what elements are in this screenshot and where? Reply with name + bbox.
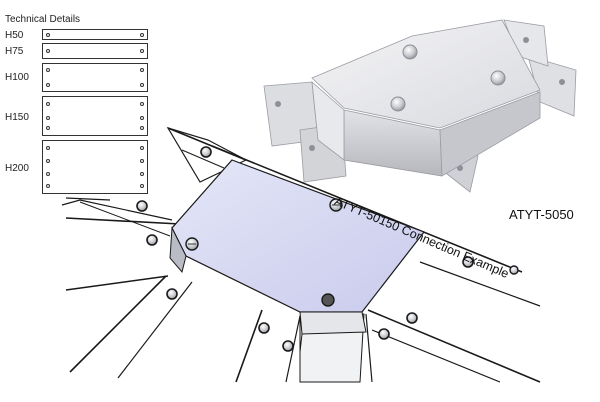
mounting-hole [140, 83, 144, 87]
lid-screw [402, 44, 418, 60]
cover-screw [185, 237, 199, 251]
mounting-hole [140, 172, 144, 176]
cover-screw [321, 293, 335, 307]
mounting-hole [46, 172, 50, 176]
product-render [263, 19, 577, 193]
tray-arm-left [61, 197, 182, 291]
mounting-hole [140, 116, 144, 120]
mounting-hole [140, 68, 144, 72]
mounting-hole [140, 159, 144, 163]
tray-long-edge [211, 145, 523, 273]
technical-details-title: Technical Details [5, 14, 81, 25]
mounting-hole [46, 33, 50, 37]
mounting-hole [140, 102, 144, 106]
tray-screw [509, 265, 519, 275]
tray-screw [146, 234, 158, 246]
mounting-hole [140, 184, 144, 188]
cover-plate [171, 159, 425, 313]
tray-screw [406, 312, 418, 324]
plate-h100 [42, 63, 148, 92]
size-label-h100: H100 [5, 72, 29, 83]
mounting-hole [46, 102, 50, 106]
lid-screw [490, 70, 506, 86]
plate-h200 [42, 140, 148, 194]
plate-h150 [42, 96, 148, 136]
tray-screw [378, 328, 390, 340]
tray-screw [282, 340, 294, 352]
mounting-hole [46, 83, 50, 87]
mounting-hole [46, 146, 50, 150]
mounting-hole [46, 184, 50, 188]
tray-arm-right [367, 261, 541, 383]
mounting-hole [140, 49, 144, 53]
mounting-hole [140, 146, 144, 150]
mounting-hole [46, 116, 50, 120]
mounting-hole [46, 49, 50, 53]
tray-screw [462, 256, 474, 268]
tray-screw [200, 146, 212, 158]
product-code: ATYT-5050 [509, 207, 574, 222]
cover-screw [329, 198, 343, 212]
mounting-hole [46, 159, 50, 163]
tray-screw [136, 200, 148, 212]
mounting-hole [46, 126, 50, 130]
mounting-hole [140, 33, 144, 37]
size-label-h75: H75 [5, 46, 24, 57]
tray-screw [166, 288, 178, 300]
tray-screw [258, 322, 270, 334]
product-lid [311, 19, 541, 129]
mounting-hole [140, 126, 144, 130]
size-label-h200: H200 [5, 163, 29, 174]
connection-example [61, 126, 541, 383]
size-label-h150: H150 [5, 112, 29, 123]
lid-screw [390, 96, 406, 112]
tray-arm-bottom-left [69, 275, 193, 379]
plate-h75 [42, 43, 148, 59]
mounting-hole [46, 68, 50, 72]
plate-h50 [42, 29, 148, 40]
size-label-h50: H50 [5, 30, 24, 41]
